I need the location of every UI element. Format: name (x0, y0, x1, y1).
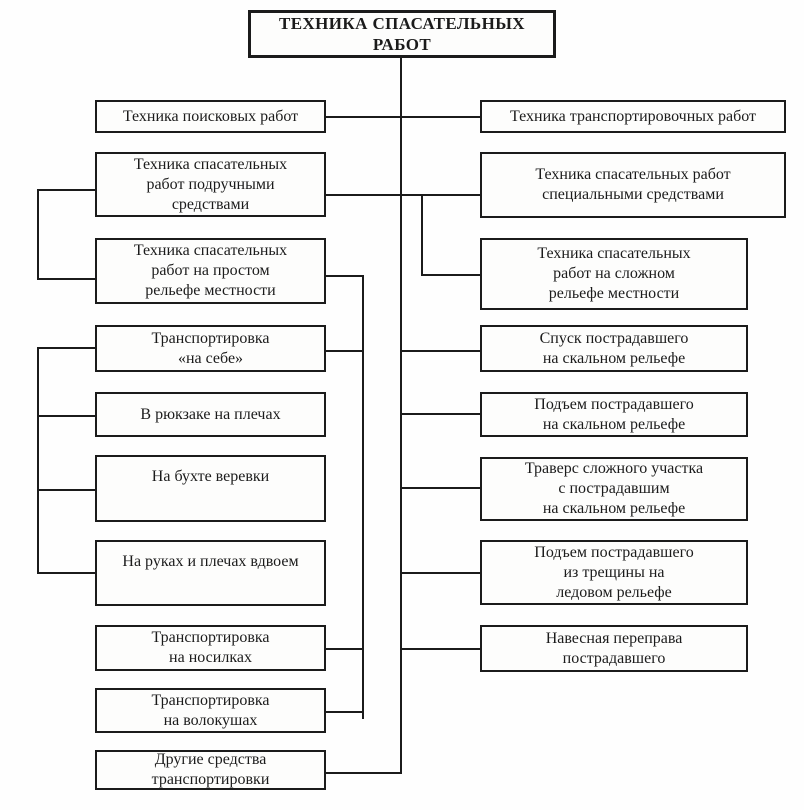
node-label: На руках и плечах вдвоем (122, 553, 299, 570)
node-label: Техника спасательных работ специальными … (535, 166, 731, 203)
connector-bracket2-to-carry-on-self (37, 347, 96, 349)
connector-bracket1-to-improvised (37, 189, 96, 191)
connector-bracket2-to-hands-shoulders (37, 572, 96, 574)
node-label: Техника спасательных работ подручными ср… (133, 155, 288, 213)
connector-trunk-to-raise-victim (400, 413, 480, 415)
node-hands-shoulders-by-two: На руках и плечах вдвоем (95, 540, 326, 606)
node-label: Транспортировка на волокушах (151, 691, 270, 729)
node-lower-victim-rock: Спуск пострадавшего на скальном рельефе (480, 325, 748, 372)
node-label: Транспортировка «на себе» (151, 329, 270, 367)
connector-bracket2-to-rope-coil (37, 489, 96, 491)
node-label: ТЕХНИКА СПАСАТЕЛЬНЫХ РАБОТ (279, 13, 525, 54)
connector-drag-sled-to-subtrunk (326, 711, 364, 713)
node-rescue-simple-terrain: Техника спасательных работ на простом ре… (95, 238, 326, 304)
connector-branch-complex-terrain-h (421, 274, 480, 276)
node-rope-crossing-victim: Навесная переправа пострадавшего (480, 625, 748, 672)
node-rescue-works-root: ТЕХНИКА СПАСАТЕЛЬНЫХ РАБОТ (248, 10, 556, 58)
node-rescue-special-means: Техника спасательных работ специальными … (480, 152, 786, 218)
node-rescue-improvised-means: Техника спасательных работ подручными ср… (95, 152, 326, 217)
node-other-transport-means: Другие средства транспортировки (95, 750, 326, 790)
node-raise-victim-rock: Подъем пострадавшего на скальном рельефе (480, 392, 748, 437)
node-label: Подъем пострадавшего на скальном рельефе (534, 395, 694, 433)
node-raise-victim-crevasse-ice: Подъем пострадавшего из трещины на ледов… (480, 540, 748, 605)
node-label: Навесная переправа пострадавшего (545, 629, 683, 667)
connector-left-bracket2-v (37, 347, 39, 574)
node-label: Техника поисковых работ (122, 107, 299, 125)
node-label: Траверс сложного участка с пострадавшим … (524, 460, 704, 517)
connector-carry-on-self-to-subtrunk (326, 350, 364, 352)
connector-row1 (326, 116, 480, 118)
connector-simple-terrain-to-subtrunk (326, 275, 364, 277)
node-label: Транспортировка на носилках (151, 629, 270, 666)
node-label: На бухте веревки (151, 468, 270, 485)
node-carry-on-self: Транспортировка «на себе» (95, 325, 326, 372)
node-label: Другие средства транспортировки (151, 751, 270, 788)
connector-bracket1-to-simple-terrain (37, 278, 96, 280)
node-rescue-complex-terrain: Техника спасательных работ на сложном ре… (480, 238, 748, 310)
connector-trunk-to-rope-crossing (400, 648, 480, 650)
node-label: Техника спасательных работ на простом ре… (133, 242, 288, 299)
node-label: В рюкзаке на плечах (140, 405, 281, 423)
connector-stretcher-to-subtrunk (326, 648, 364, 650)
node-search-works-technique: Техника поисковых работ (95, 100, 326, 133)
node-traverse-with-victim-rock: Траверс сложного участка с пострадавшим … (480, 457, 748, 521)
node-label: Техника транспортировочных работ (509, 107, 757, 125)
connector-trunk-to-crevasse (400, 572, 480, 574)
connector-trunk-to-traverse (400, 487, 480, 489)
connector-other-means-to-trunk (326, 772, 402, 774)
connector-trunk-to-lower-victim (400, 350, 480, 352)
connector-branch-complex-terrain-v (421, 194, 423, 276)
node-label: Спуск пострадавшего на скальном рельефе (539, 329, 689, 367)
connector-left-bracket1-v (37, 189, 39, 280)
node-transport-works-technique: Техника транспортировочных работ (480, 100, 786, 133)
node-label: Техника спасательных работ на сложном ре… (537, 245, 691, 302)
node-drag-sled-transport: Транспортировка на волокушах (95, 688, 326, 733)
connector-left-subtrunk (362, 275, 364, 719)
node-rope-coil-carry: На бухте веревки (95, 455, 326, 522)
node-backpack-on-shoulders: В рюкзаке на плечах (95, 392, 326, 437)
node-stretcher-transport: Транспортировка на носилках (95, 625, 326, 671)
connector-main-trunk (400, 58, 402, 774)
connector-bracket2-to-backpack (37, 415, 96, 417)
node-label: Подъем пострадавшего из трещины на ледов… (534, 543, 694, 601)
connector-row2 (326, 194, 480, 196)
